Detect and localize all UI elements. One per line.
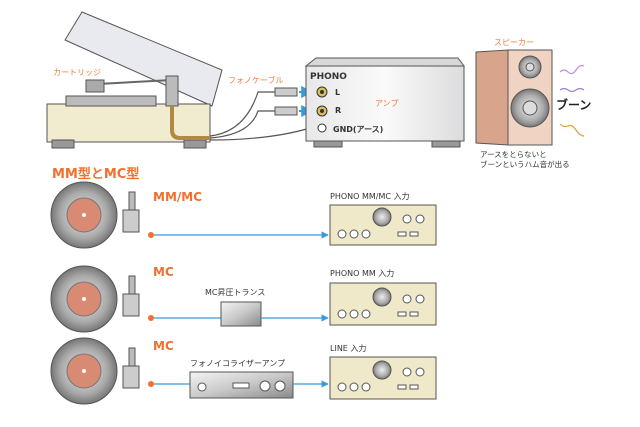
r-label: R <box>335 106 342 115</box>
row-3 <box>50 337 437 405</box>
speaker <box>475 49 553 146</box>
row-1-destination: PHONO MM/MC 入力 <box>330 192 410 201</box>
row-1 <box>50 181 437 249</box>
phono-label: PHONO <box>310 72 347 82</box>
section-title: MM型とMC型 <box>52 167 140 182</box>
phono-cable-label: フォノケーブル <box>228 76 284 85</box>
l-label: L <box>335 88 341 97</box>
rca-plug-r <box>274 106 298 116</box>
row-2-destination: PHONO MM 入力 <box>330 269 395 278</box>
phono-cables <box>209 91 311 141</box>
row-3-intermediate: フォノイコライザーアンプ <box>190 359 286 368</box>
hum-waves <box>559 64 585 137</box>
row-1-cartridge-type: MM/MC <box>153 190 203 204</box>
gnd-label: GND(アース) <box>333 125 384 134</box>
row-3-destination: LINE 入力 <box>330 344 367 353</box>
row-2-cartridge-type: MC <box>153 265 174 279</box>
tonearm <box>97 79 173 85</box>
dust-cover <box>64 11 223 107</box>
cartridge-label: カートリッジ <box>53 68 101 77</box>
rca-plug-l <box>274 87 298 97</box>
mc-transformer <box>220 301 262 327</box>
row-2-intermediate: MC昇圧トランス <box>205 288 266 297</box>
row-3-cartridge-type: MC <box>153 339 174 353</box>
note-line-1: アースをとらないと <box>480 150 547 159</box>
row-2 <box>50 265 437 333</box>
note-line-2: ブーンというハム音が出る <box>480 160 570 169</box>
turntable <box>46 11 223 149</box>
cartridge <box>85 79 105 93</box>
amplifier <box>304 57 465 148</box>
turntable-base <box>46 103 211 143</box>
speaker-label: スピーカー <box>494 38 534 47</box>
internal-cable <box>170 106 210 140</box>
amp-label: アンプ <box>375 99 399 108</box>
hum-sound: ブーン <box>556 98 592 112</box>
